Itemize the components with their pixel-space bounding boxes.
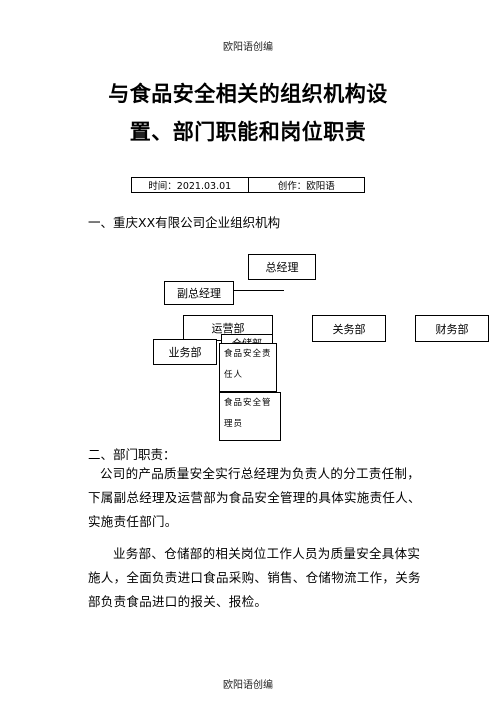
box-customs: 关务部 <box>312 315 386 342</box>
food-safety-resp-line1: 食品安全责 <box>224 349 272 359</box>
section2-paragraph-2: 业务部、仓储部的相关岗位工作人员为质量安全具体实施人，全面负责进口食品采购、销售… <box>88 546 421 609</box>
ops-label: 运营部 <box>211 322 245 335</box>
info-author: 创作：欧阳语 <box>247 178 365 192</box>
food-safety-mgr-line2: 理员 <box>224 419 244 429</box>
customs-label: 关务部 <box>332 322 366 336</box>
info-time: 时间：2021.03.01 <box>148 181 232 192</box>
finance-label: 财务部 <box>435 322 469 336</box>
page-footer: 欧阳语创编 <box>223 680 273 691</box>
food-safety-resp-line2: 任人 <box>224 370 244 380</box>
box-general-manager: 总经理 <box>248 254 316 280</box>
section2-heading: 二、部门职责： <box>88 447 176 462</box>
box-food-safety-responsible: 食品安全责 任人 <box>219 343 277 392</box>
section2-paragraph-1: 公司的产品质量安全实行总经理为负责人的分工责任制，下属副总经理及运营部为食品安全… <box>88 466 421 529</box>
sales-label: 业务部 <box>168 346 202 359</box>
deputy-label: 副总经理 <box>177 287 221 300</box>
box-food-safety-manager: 食品安全管 理员 <box>219 392 281 441</box>
box-deputy-gm: 副总经理 <box>164 281 234 305</box>
org-chart: 总经理 副总经理 运营部 关务部 财务部 业务部 仓储部 食品安全责 任人 食品… <box>153 254 489 441</box>
title-line-2: 置、部门职能和岗位职责 <box>129 120 367 144</box>
info-table: 时间：2021.03.01 创作：欧阳语 <box>131 177 365 193</box>
box-sales: 业务部 <box>153 339 217 365</box>
page-header: 欧阳语创编 <box>223 42 273 53</box>
box-finance: 财务部 <box>415 315 489 342</box>
connector-line <box>232 290 284 291</box>
title-line-1: 与食品安全相关的组织机构设 <box>108 82 388 106</box>
gm-label: 总经理 <box>265 261 299 274</box>
food-safety-mgr-line1: 食品安全管 <box>224 398 272 408</box>
section1-heading: 一、重庆XX有限公司企业组织机构 <box>88 215 281 230</box>
